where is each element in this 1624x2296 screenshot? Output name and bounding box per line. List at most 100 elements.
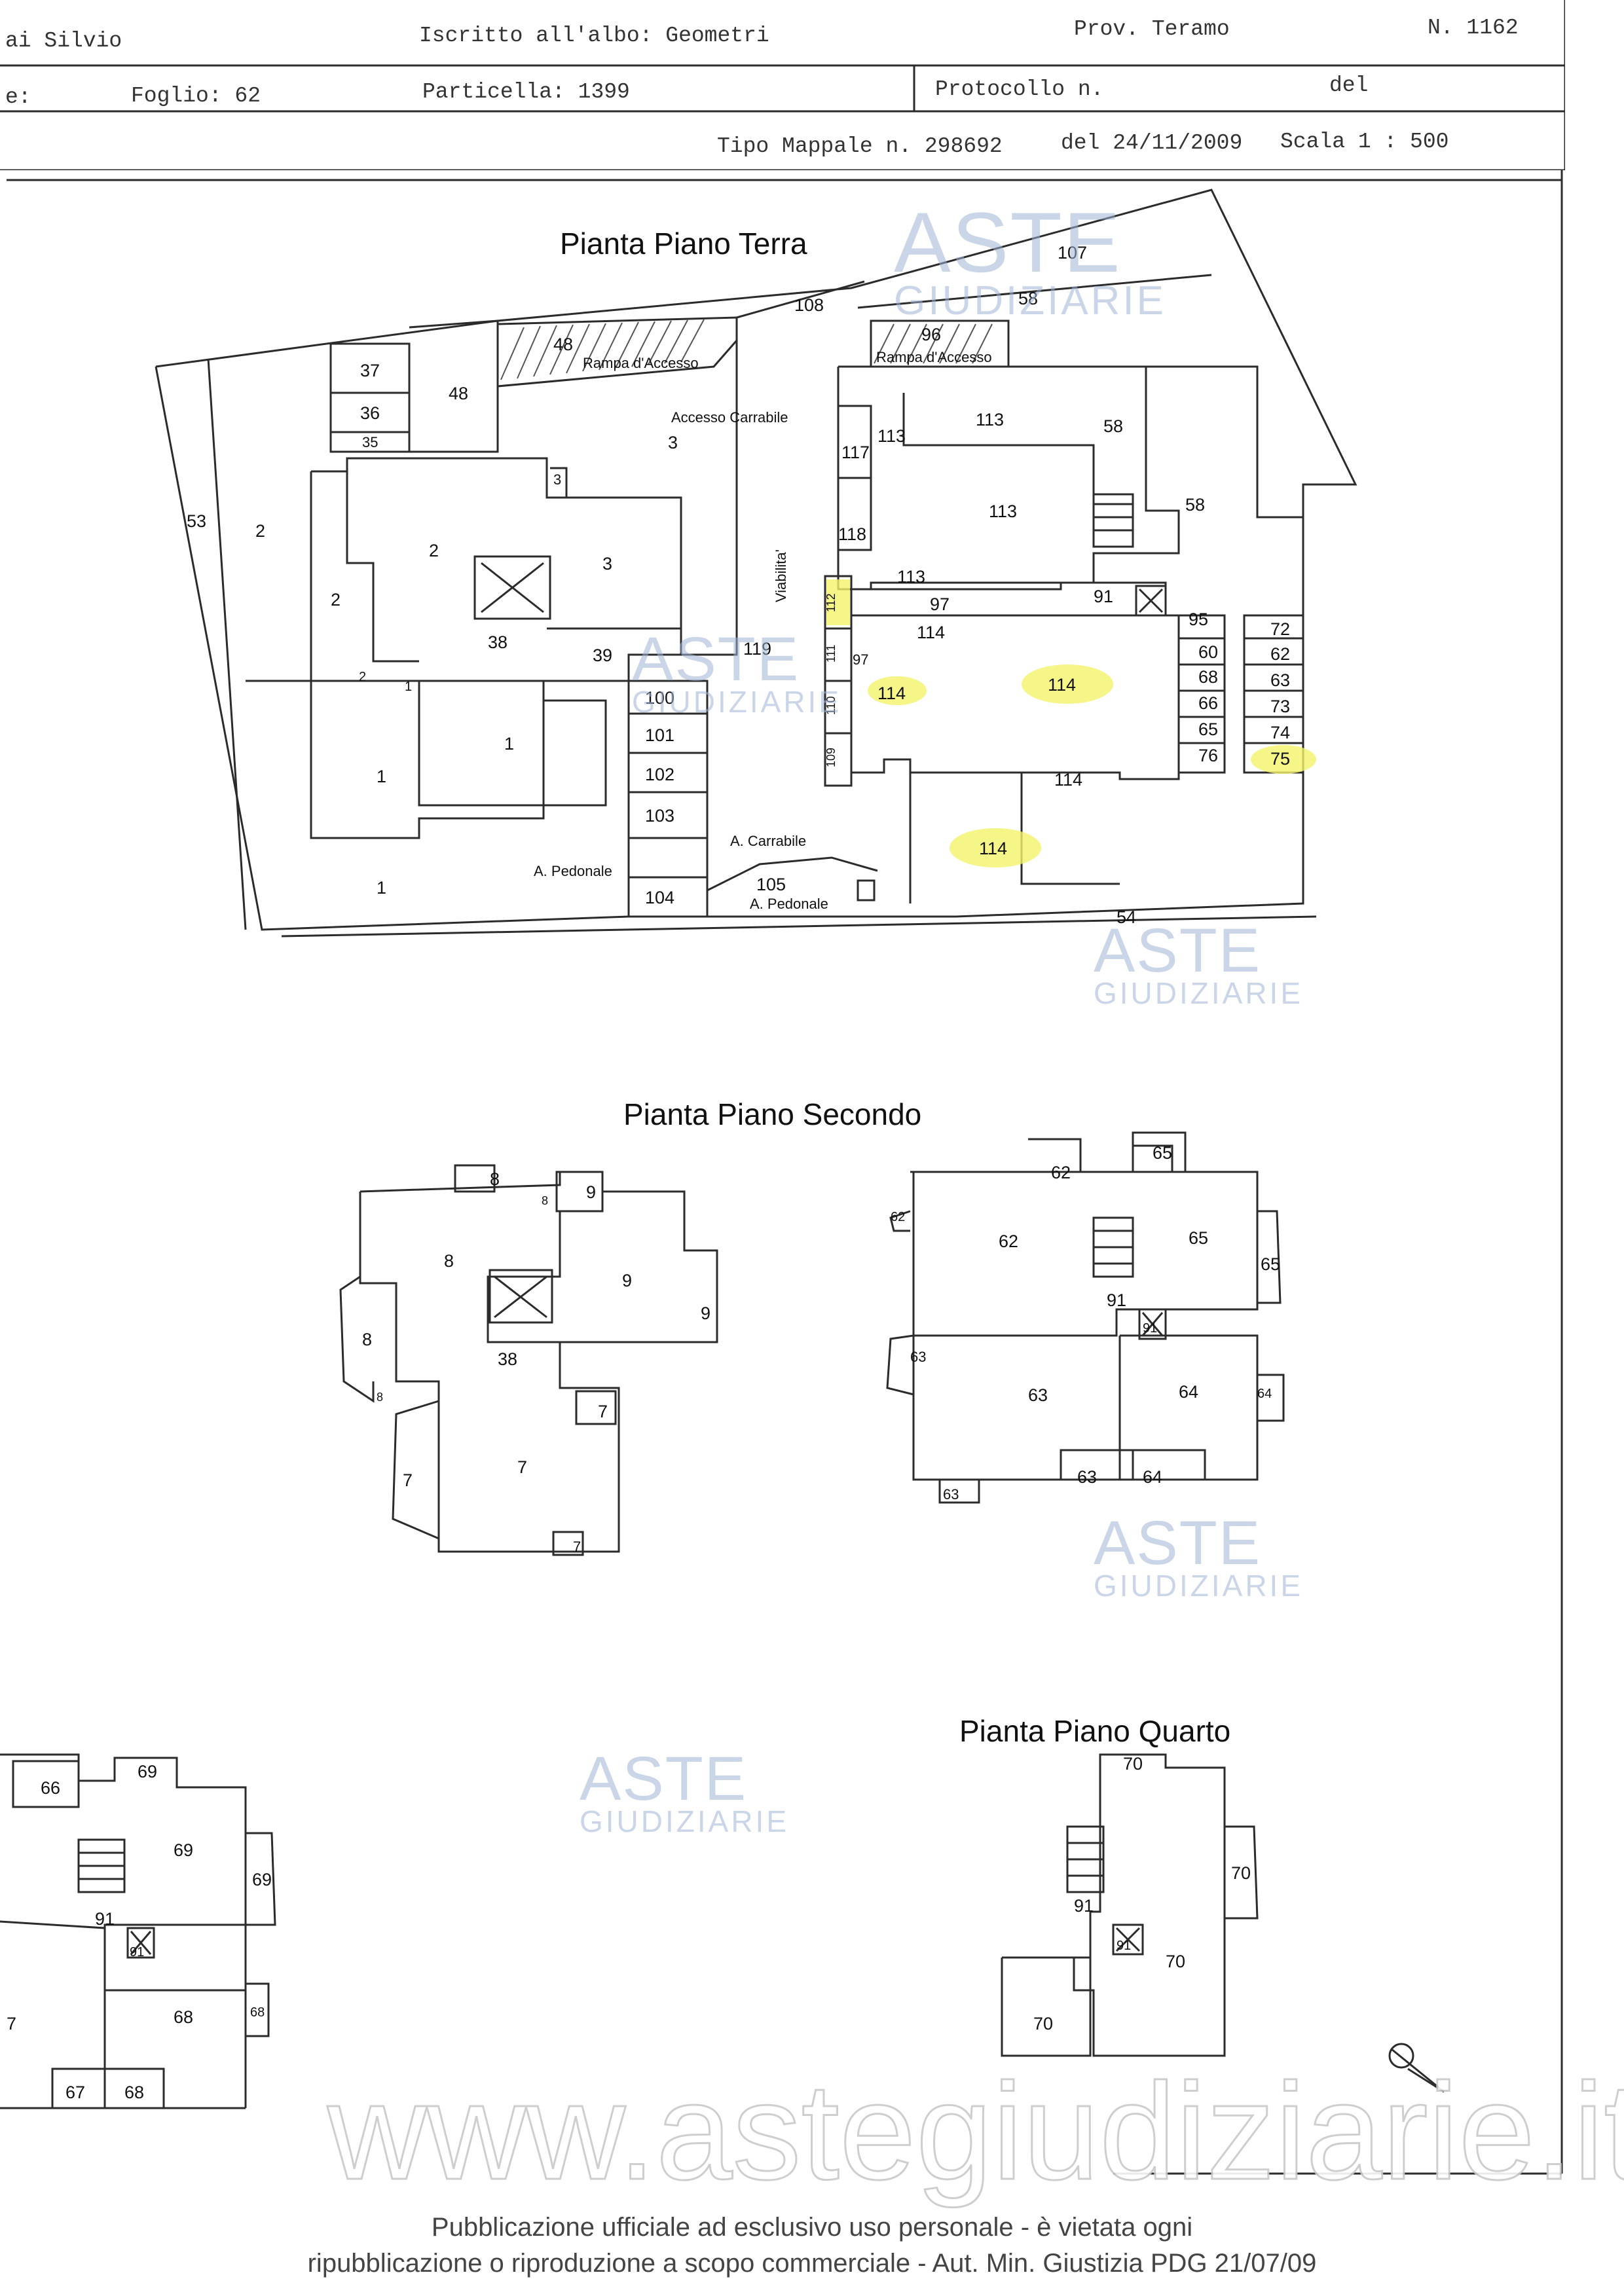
svg-text:1: 1 — [405, 680, 412, 694]
svg-text:8: 8 — [377, 1391, 383, 1404]
svg-text:68: 68 — [250, 2005, 265, 2020]
svg-text:38: 38 — [488, 632, 507, 652]
viabilita-label: Viabilita' — [773, 549, 789, 602]
svg-text:70: 70 — [1123, 1754, 1143, 1774]
svg-text:72: 72 — [1270, 619, 1290, 639]
watermark-aste-text: ASTE — [632, 625, 800, 694]
svg-text:65: 65 — [1189, 1228, 1208, 1248]
fourth-floor-title: Pianta Piano Quarto — [959, 1714, 1230, 1748]
footer-line-1: Pubblicazione ufficiale ad esclusivo uso… — [431, 2213, 1193, 2242]
svg-text:91: 91 — [95, 1909, 115, 1929]
svg-text:96: 96 — [921, 325, 941, 344]
svg-text:97: 97 — [930, 594, 950, 614]
svg-text:103: 103 — [645, 806, 674, 826]
svg-text:69: 69 — [252, 1870, 272, 1889]
svg-text:114: 114 — [877, 683, 906, 703]
svg-text:63: 63 — [910, 1349, 926, 1365]
svg-text:9: 9 — [586, 1182, 596, 1202]
svg-text:68: 68 — [124, 2083, 144, 2102]
svg-text:91: 91 — [1116, 1939, 1131, 1953]
svg-text:107: 107 — [1058, 243, 1087, 263]
svg-text:8: 8 — [444, 1251, 454, 1271]
svg-text:38: 38 — [498, 1349, 517, 1369]
watermark-right-2: ASTE GIUDIZIARIE — [1094, 1512, 1303, 1601]
svg-text:114: 114 — [979, 839, 1007, 858]
watermark-aste-text: ASTE — [1094, 1508, 1262, 1578]
svg-text:63: 63 — [1028, 1385, 1048, 1405]
watermark-aste-text: ASTE — [894, 194, 1122, 290]
svg-text:101: 101 — [645, 725, 674, 745]
svg-text:64: 64 — [1143, 1467, 1162, 1487]
svg-text:53: 53 — [187, 511, 206, 531]
svg-text:68: 68 — [1198, 667, 1218, 687]
accesso-carrabile-label: Accesso Carrabile — [671, 409, 788, 426]
ramp-left-label: Rampa d'Accesso — [583, 355, 699, 371]
protocollo-label: Protocollo n. — [935, 77, 1104, 101]
comune-label: e: — [5, 85, 31, 109]
tipo-mappale-label: Tipo Mappale n. 298692 — [717, 134, 1003, 158]
svg-text:62: 62 — [1270, 644, 1290, 664]
svg-text:60: 60 — [1198, 642, 1218, 662]
ground-floor-title: Pianta Piano Terra — [560, 227, 807, 261]
svg-text:112: 112 — [824, 593, 838, 612]
watermark-mid: ASTE GIUDIZIARIE — [632, 625, 842, 719]
svg-text:2: 2 — [255, 521, 265, 541]
svg-text:62: 62 — [891, 1210, 905, 1224]
svg-text:8: 8 — [542, 1194, 548, 1207]
svg-text:104: 104 — [645, 888, 674, 907]
svg-text:2: 2 — [429, 541, 439, 560]
svg-text:69: 69 — [138, 1762, 157, 1781]
svg-text:113: 113 — [976, 410, 1004, 429]
svg-text:91: 91 — [1143, 1321, 1157, 1336]
watermark-site-url: www.astegiudiziarie.it — [327, 2054, 1624, 2210]
svg-text:64: 64 — [1179, 1382, 1198, 1402]
second-floor-title: Pianta Piano Secondo — [623, 1097, 921, 1131]
svg-text:65: 65 — [1198, 720, 1218, 739]
svg-text:58: 58 — [1018, 289, 1038, 308]
svg-text:114: 114 — [1054, 770, 1082, 790]
svg-text:65: 65 — [1153, 1143, 1172, 1163]
svg-text:9: 9 — [701, 1303, 710, 1323]
watermark-aste-text: ASTE — [580, 1744, 748, 1813]
watermark-left: ASTE GIUDIZIARIE — [580, 1744, 789, 1837]
svg-text:66: 66 — [1198, 693, 1218, 713]
a-pedonale-left-label: A. Pedonale — [534, 863, 612, 879]
svg-text:36: 36 — [360, 403, 380, 423]
svg-text:1: 1 — [377, 878, 386, 898]
svg-text:76: 76 — [1198, 746, 1218, 765]
svg-text:64: 64 — [1257, 1387, 1272, 1401]
svg-text:7: 7 — [598, 1402, 608, 1421]
foglio-label: Foglio: 62 — [131, 84, 261, 108]
watermark-top: ASTE GIUDIZIARIE — [894, 200, 1166, 321]
svg-text:73: 73 — [1270, 697, 1290, 716]
svg-text:119: 119 — [743, 639, 771, 659]
svg-text:117: 117 — [841, 443, 870, 462]
scale-label: Scala 1 : 500 — [1280, 130, 1449, 154]
svg-text:109: 109 — [824, 748, 838, 767]
svg-text:39: 39 — [593, 646, 612, 665]
svg-text:70: 70 — [1231, 1863, 1251, 1883]
svg-text:7: 7 — [7, 2014, 16, 2033]
svg-text:3: 3 — [602, 554, 612, 574]
svg-text:62: 62 — [1051, 1163, 1071, 1182]
svg-text:7: 7 — [517, 1457, 527, 1477]
svg-text:75: 75 — [1270, 749, 1290, 769]
svg-text:48: 48 — [449, 384, 468, 403]
svg-text:3: 3 — [668, 433, 678, 452]
svg-text:118: 118 — [838, 524, 866, 544]
svg-text:91: 91 — [130, 1945, 144, 1959]
plan-second-floor: Pianta Piano Secondo — [339, 1097, 1285, 1556]
svg-text:54: 54 — [1116, 907, 1136, 927]
svg-text:3: 3 — [553, 471, 561, 488]
svg-text:91: 91 — [1074, 1896, 1094, 1916]
footer-line-2: ripubblicazione o riproduzione a scopo c… — [307, 2249, 1317, 2278]
watermark-giudiziarie-text: GIUDIZIARIE — [632, 685, 842, 719]
svg-text:102: 102 — [645, 765, 674, 784]
svg-text:105: 105 — [756, 875, 786, 894]
particella-label: Particella: 1399 — [422, 80, 630, 104]
a-pedonale-right-label: A. Pedonale — [750, 896, 828, 912]
